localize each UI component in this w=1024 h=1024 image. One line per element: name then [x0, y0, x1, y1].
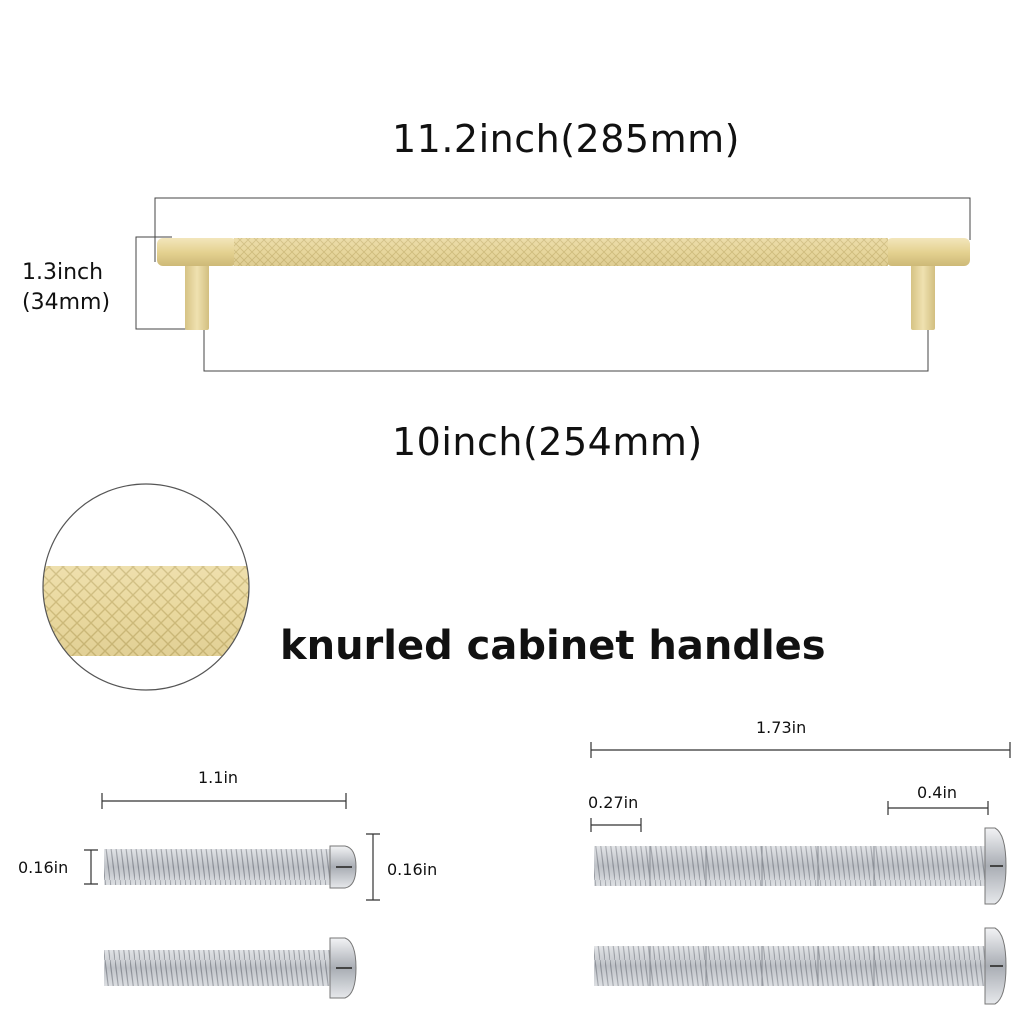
height-label-inch: 1.3inch: [22, 260, 104, 285]
handle-left-end: [157, 238, 237, 266]
short-screw-shaft-diameter-line: [84, 849, 98, 885]
short-screw-head-diameter-line: [366, 833, 380, 901]
height-label-mm: (34mm): [22, 290, 111, 315]
handle-left-leg: [185, 258, 209, 330]
handle-right-end: [886, 238, 970, 266]
height-label: 1.3inch (34mm): [22, 258, 110, 318]
knurl-detail-zoom: [42, 483, 250, 691]
long-screw-2: [594, 927, 1007, 1005]
long-screw-head-label: 0.4in: [917, 783, 958, 802]
short-screw-2: [104, 937, 357, 999]
long-screw-length-label: 1.73in: [756, 718, 807, 737]
long-screw-tip-line: [590, 818, 642, 832]
cabinet-handle: [157, 238, 970, 330]
short-screw-1: [104, 845, 357, 889]
product-caption: knurled cabinet handles: [280, 623, 826, 669]
short-screw-shaft-diameter-label: 0.16in: [18, 858, 69, 877]
hole-center-label: 10inch(254mm): [392, 420, 703, 464]
short-screw-length-label: 1.1in: [198, 768, 239, 787]
overall-length-dimension-line: [154, 197, 971, 262]
overall-length-label: 11.2inch(285mm): [392, 117, 740, 161]
height-dimension-line: [135, 236, 190, 330]
hole-center-dimension-line: [203, 329, 929, 372]
long-screw-head-line: [887, 801, 989, 815]
short-screw-head-diameter-label: 0.16in: [387, 860, 438, 879]
handle-right-leg: [911, 258, 935, 330]
long-screw-tip-label: 0.27in: [588, 793, 639, 812]
short-screw-length-line: [101, 793, 347, 809]
long-screw-length-line: [590, 742, 1011, 758]
long-screw-1: [594, 827, 1007, 905]
